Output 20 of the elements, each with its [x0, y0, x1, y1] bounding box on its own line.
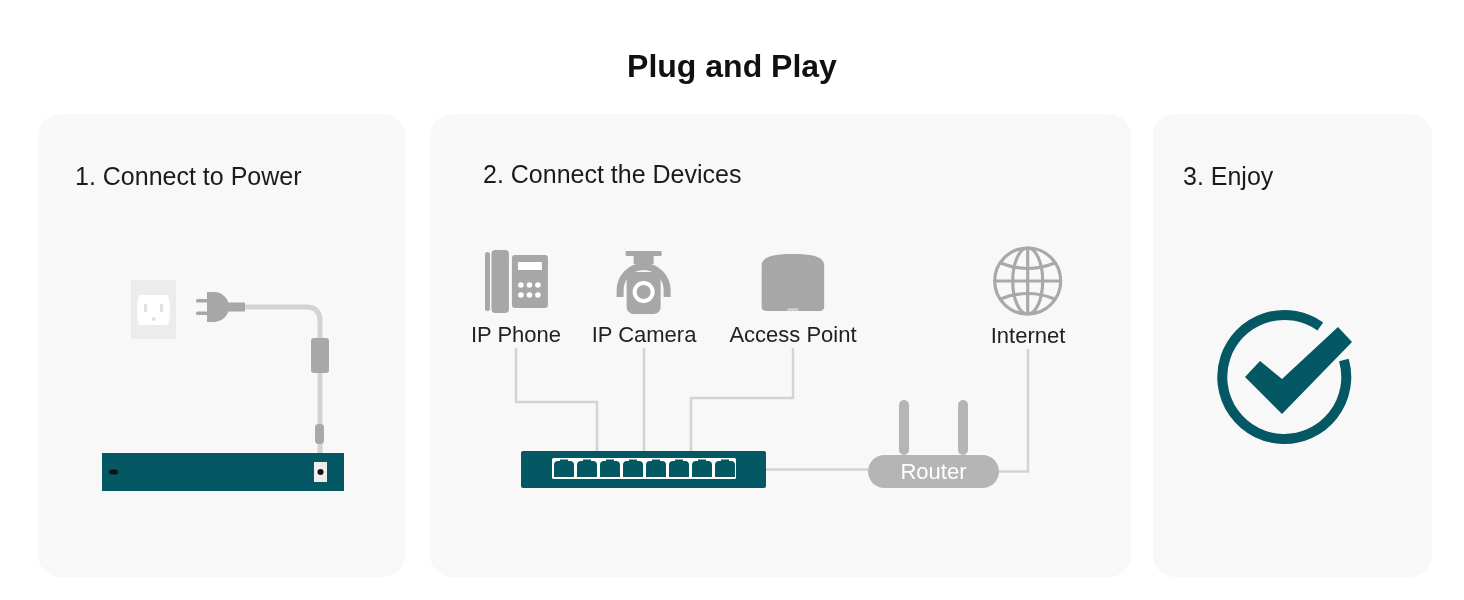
- step-panel: [38, 114, 405, 577]
- network-switch-icon: [521, 451, 766, 488]
- step-heading: 2. Connect the Devices: [483, 159, 742, 189]
- connector-line: [766, 468, 868, 471]
- device-label: Access Point: [729, 322, 857, 348]
- step-panel: [430, 114, 1131, 577]
- step-heading: 1. Connect to Power: [75, 161, 302, 191]
- network-switch-icon: [102, 453, 344, 491]
- connector-line: [514, 348, 599, 451]
- connector-line: [689, 348, 795, 451]
- diagram-title: Plug and Play: [627, 47, 837, 86]
- router-body: Router: [868, 455, 999, 488]
- step-heading: 3. Enjoy: [1183, 161, 1274, 191]
- device-label: IP Phone: [470, 322, 562, 348]
- device-label: IP Camera: [591, 322, 697, 348]
- power-plug-icon: [196, 292, 245, 322]
- connector-line: [999, 349, 1030, 473]
- device-label: Internet: [990, 323, 1066, 349]
- connector-line: [642, 348, 646, 451]
- step-panel: [1153, 114, 1432, 577]
